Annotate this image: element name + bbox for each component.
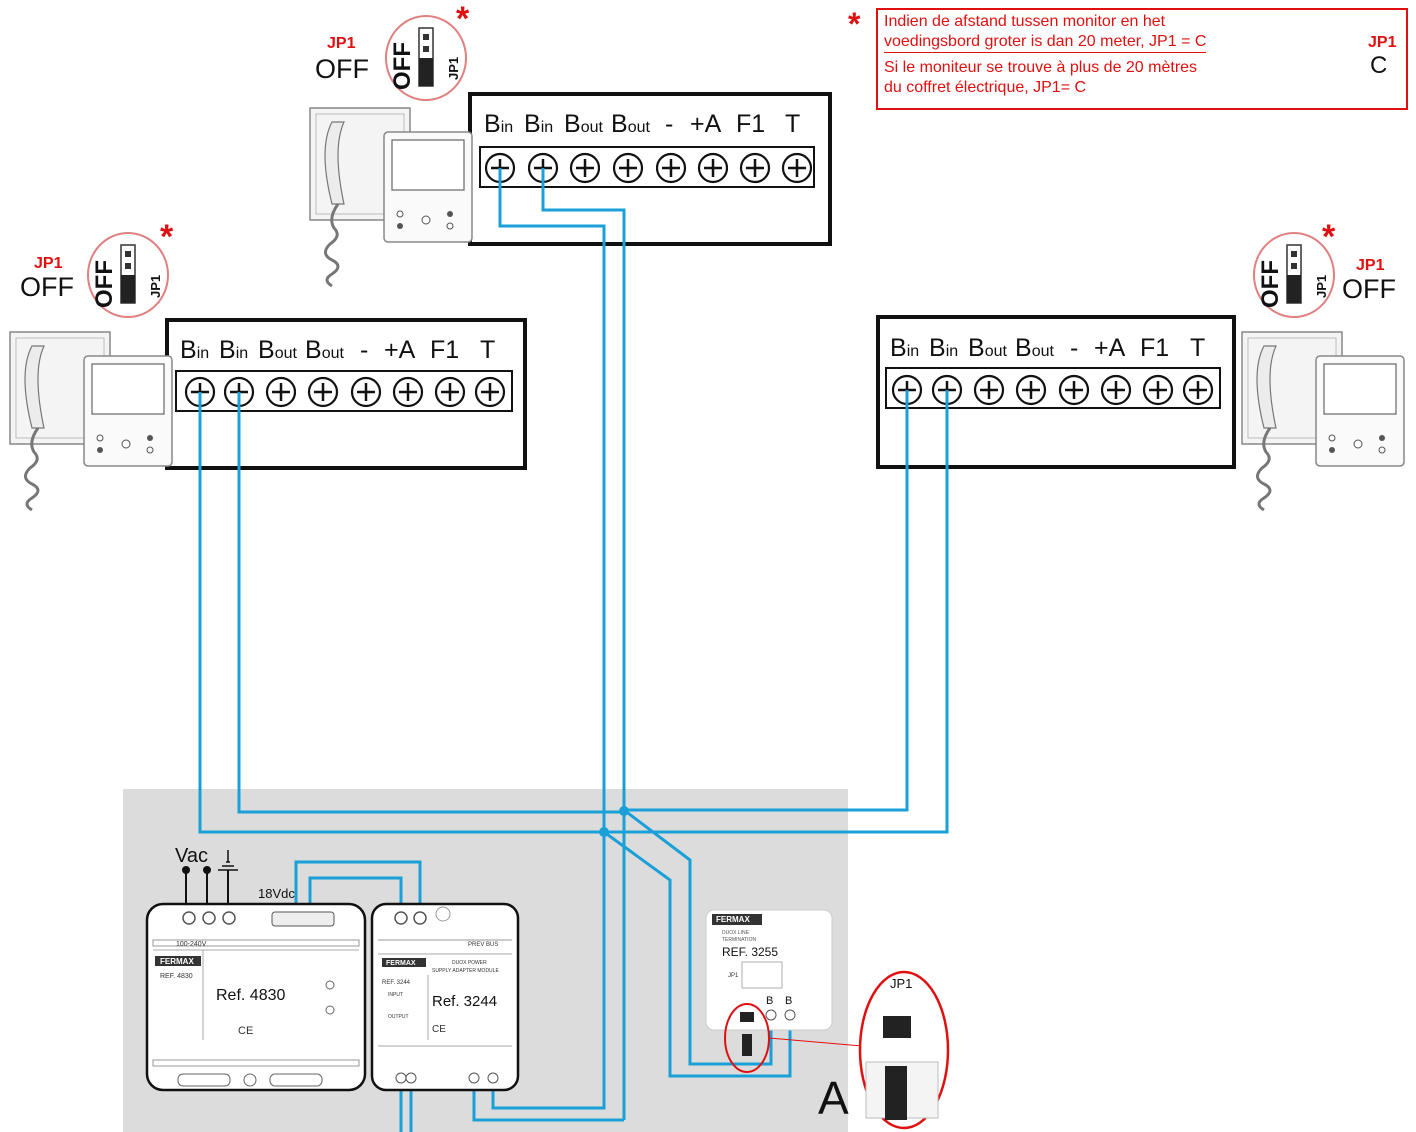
svg-text:FERMAX: FERMAX bbox=[160, 957, 194, 966]
svg-text:Bout: Bout bbox=[968, 334, 1007, 362]
svg-text:JP1: JP1 bbox=[728, 973, 739, 979]
svg-text:Bin: Bin bbox=[929, 334, 958, 362]
svg-text:T: T bbox=[785, 110, 800, 138]
svg-text:+A: +A bbox=[384, 336, 416, 364]
svg-text:Bin: Bin bbox=[890, 334, 919, 362]
svg-text:B: B bbox=[766, 995, 773, 1007]
svg-text:FERMAX: FERMAX bbox=[716, 915, 750, 924]
note-fr-1: Si le moniteur se trouve à plus de 20 mè… bbox=[884, 59, 1198, 76]
svg-text:Ref. 3244: Ref. 3244 bbox=[432, 993, 497, 1010]
svg-text:-: - bbox=[360, 336, 368, 364]
bus-wires bbox=[198, 168, 949, 1132]
svg-text:FERMAX: FERMAX bbox=[386, 960, 416, 967]
svg-text:B: B bbox=[785, 995, 792, 1007]
svg-text:-: - bbox=[665, 110, 673, 138]
svg-text:DUOX LINE: DUOX LINE bbox=[722, 930, 750, 936]
jp1-note: Indien de afstand tussen monitor en het … bbox=[876, 8, 1408, 110]
svg-text:OFF: OFF bbox=[1342, 274, 1396, 304]
svg-text:F1: F1 bbox=[736, 110, 765, 138]
svg-text:Bout: Bout bbox=[611, 110, 650, 138]
svg-text:JP1: JP1 bbox=[34, 255, 63, 272]
svg-text:REF. 4830: REF. 4830 bbox=[160, 973, 193, 980]
svg-text:JP1: JP1 bbox=[890, 976, 912, 991]
note-fr-2: du coffret électrique, JP1= C bbox=[884, 79, 1087, 96]
svg-text:*: * bbox=[160, 218, 174, 256]
jumper-left: JP1 OFF OFF JP1 * bbox=[20, 218, 174, 318]
line-termination-3255: FERMAX DUOX LINE TERMINATION REF. 3255 J… bbox=[705, 909, 863, 1073]
svg-text:Ref. 4830: Ref. 4830 bbox=[216, 987, 285, 1004]
jumper-zoom: JP1 bbox=[858, 970, 950, 1130]
svg-text:Bin: Bin bbox=[524, 110, 553, 138]
svg-text:Vac: Vac bbox=[175, 845, 208, 867]
svg-text:OFF: OFF bbox=[91, 260, 118, 308]
svg-text:OFF: OFF bbox=[20, 272, 74, 302]
svg-text:Bout: Bout bbox=[1015, 334, 1054, 362]
svg-text:T: T bbox=[480, 336, 495, 364]
svg-text:JP1: JP1 bbox=[148, 275, 163, 298]
svg-text:OFF: OFF bbox=[1257, 260, 1284, 308]
note-star: * bbox=[848, 6, 861, 42]
terminal-block-top: Bin Bin Bout Bout - +A F1 T bbox=[468, 92, 832, 246]
svg-text:OFF: OFF bbox=[389, 42, 416, 90]
svg-text:OUTPUT: OUTPUT bbox=[388, 1014, 409, 1020]
svg-text:Bout: Bout bbox=[258, 336, 297, 364]
svg-text:JP1: JP1 bbox=[327, 35, 356, 52]
svg-text:CE: CE bbox=[432, 1024, 446, 1035]
note-nl-1: Indien de afstand tussen monitor en het bbox=[884, 13, 1166, 30]
adapter-module-3244: PREV BUS FERMAX DUOX POWER SUPPLY ADAPTE… bbox=[370, 902, 520, 1092]
monitor-top bbox=[308, 106, 474, 288]
svg-text:100-240V: 100-240V bbox=[176, 941, 207, 948]
note-jp1-value: C bbox=[1370, 52, 1388, 79]
monitor-right bbox=[1240, 330, 1406, 512]
svg-text:OFF: OFF bbox=[315, 54, 369, 84]
svg-text:JP1: JP1 bbox=[1314, 275, 1329, 298]
svg-text:PREV BUS: PREV BUS bbox=[468, 942, 498, 948]
jumper-top: JP1 OFF OFF JP1 * bbox=[315, 0, 470, 101]
svg-text:TERMINATION: TERMINATION bbox=[722, 937, 756, 943]
marker-a: A bbox=[818, 1072, 849, 1124]
note-jp1-label: JP1 bbox=[1368, 34, 1397, 51]
svg-text:Bin: Bin bbox=[484, 110, 513, 138]
power-supply-4830: Vac 18Vdc FERMAX REF. 4830 100-240V Ref.… bbox=[145, 845, 367, 1092]
svg-text:F1: F1 bbox=[430, 336, 459, 364]
svg-text:REF. 3255: REF. 3255 bbox=[722, 945, 778, 959]
terminal-block-left: Bin Bin Bout Bout - +A F1 T bbox=[165, 318, 527, 470]
svg-text:INPUT: INPUT bbox=[388, 992, 403, 998]
svg-text:Bin: Bin bbox=[180, 336, 209, 364]
svg-text:+A: +A bbox=[690, 110, 722, 138]
jumper-right: OFF JP1 * JP1 OFF bbox=[1253, 218, 1396, 318]
svg-text:18Vdc: 18Vdc bbox=[258, 886, 295, 901]
svg-text:*: * bbox=[456, 0, 470, 38]
svg-text:Bout: Bout bbox=[305, 336, 344, 364]
terminal-block-right: Bin Bin Bout Bout - +A F1 T bbox=[876, 315, 1236, 469]
svg-text:JP1: JP1 bbox=[1356, 257, 1385, 274]
svg-text:REF. 3244: REF. 3244 bbox=[382, 980, 411, 986]
svg-text:T: T bbox=[1190, 334, 1205, 362]
svg-text:F1: F1 bbox=[1140, 334, 1169, 362]
svg-text:JP1: JP1 bbox=[446, 57, 461, 80]
svg-text:Bin: Bin bbox=[219, 336, 248, 364]
svg-text:*: * bbox=[1322, 218, 1336, 256]
wire-junctions bbox=[599, 806, 629, 837]
svg-text:DUOX POWER: DUOX POWER bbox=[452, 960, 487, 966]
svg-text:SUPPLY ADAPTER MODULE: SUPPLY ADAPTER MODULE bbox=[432, 968, 499, 974]
svg-text:+A: +A bbox=[1094, 334, 1126, 362]
svg-text:Bout: Bout bbox=[564, 110, 603, 138]
svg-text:-: - bbox=[1070, 334, 1078, 362]
svg-text:CE: CE bbox=[238, 1025, 253, 1037]
monitor-left bbox=[8, 330, 174, 512]
note-nl-2: voedingsbord groter is dan 20 meter, JP1… bbox=[884, 32, 1207, 53]
